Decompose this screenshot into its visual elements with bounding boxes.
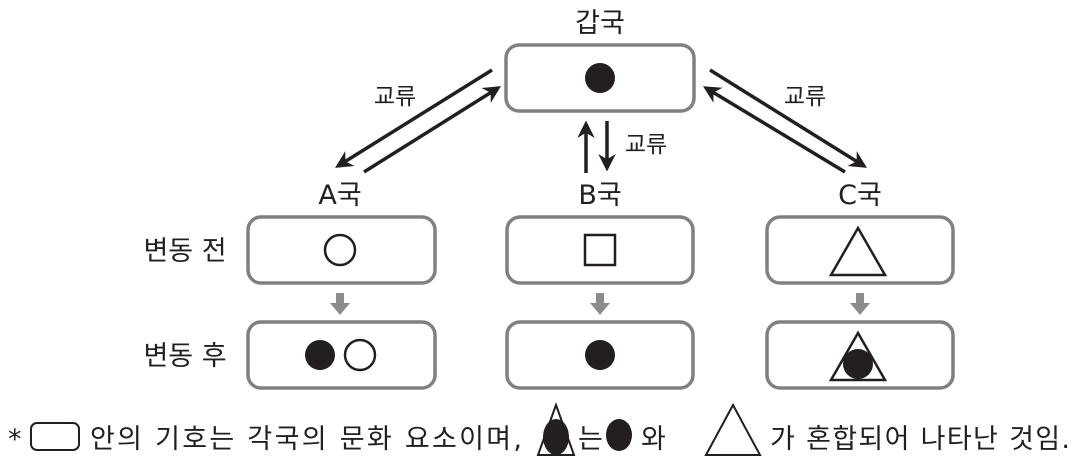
exchange-arrows-a <box>335 68 501 174</box>
exchange-arrows-b <box>577 120 616 173</box>
change-arrows <box>330 293 870 315</box>
white-circle-icon <box>343 338 377 372</box>
triangle-legend-icon <box>704 402 762 456</box>
black-circle-icon <box>585 340 615 370</box>
black-circle-icon <box>305 340 335 370</box>
footnote-part2: 는 <box>578 424 603 455</box>
mixed-triangle-circle-icon <box>828 330 888 382</box>
footnote-star: * <box>8 424 22 455</box>
black-circle-icon <box>585 63 615 93</box>
country-b-label: B국 <box>578 180 621 211</box>
row-label-after: 변동 후 <box>143 341 226 372</box>
exchange-label-b: 교류 <box>625 132 667 158</box>
black-circle-legend-icon <box>606 419 632 451</box>
white-triangle-icon <box>828 225 888 277</box>
footnote-part3: 와 <box>641 424 666 455</box>
footnote-part4: 가 혼합되어 나타난 것임. <box>770 424 1070 455</box>
exchange-label-c: 교류 <box>784 84 826 110</box>
top-country-label: 갑국 <box>575 8 625 39</box>
white-square-icon <box>583 233 617 267</box>
country-a-after-box <box>246 320 437 390</box>
country-c-label: C국 <box>838 180 882 211</box>
exchange-arrows-c <box>703 68 867 174</box>
row-label-before: 변동 전 <box>143 236 226 267</box>
country-a-label: A국 <box>318 180 361 211</box>
footnote-part1: 안의 기호는 각국의 문화 요소이며, <box>90 424 522 455</box>
mixed-legend-icon <box>536 402 576 456</box>
exchange-label-a: 교류 <box>374 84 416 110</box>
box-legend-icon <box>30 422 80 451</box>
white-circle-icon <box>323 233 357 267</box>
